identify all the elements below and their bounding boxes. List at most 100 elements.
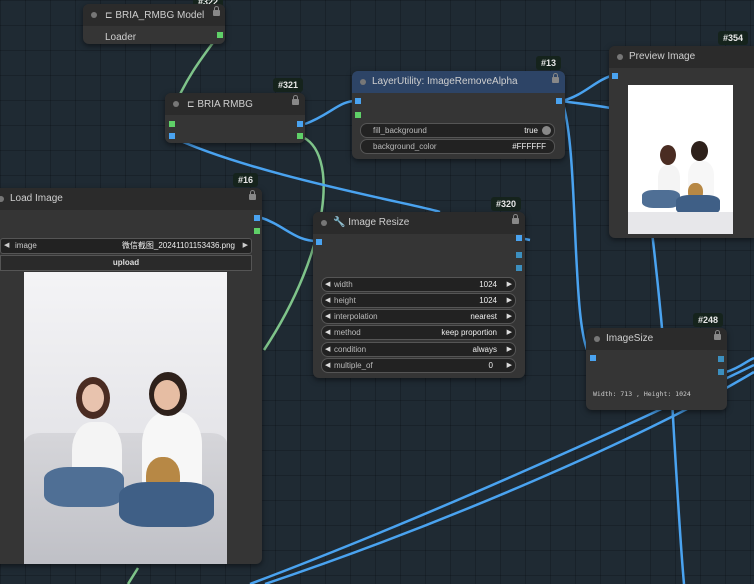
decrement-icon[interactable]: ◀ xyxy=(325,313,331,320)
input-port-image[interactable] xyxy=(169,133,175,139)
widget-label: interpolation xyxy=(334,312,378,321)
wire-size-right xyxy=(725,356,754,374)
collapse-dot[interactable] xyxy=(0,196,4,202)
decrement-icon[interactable]: ◀ xyxy=(325,297,331,304)
collapse-dot[interactable] xyxy=(173,101,179,107)
output-port-image[interactable] xyxy=(556,98,562,104)
node-title: LayerUtility: ImageRemoveAlpha xyxy=(372,76,518,87)
output-port-mask[interactable] xyxy=(254,228,260,234)
wire-bottom-green xyxy=(126,567,140,584)
wire-rmbg-to-removealpha xyxy=(304,99,358,126)
loaded-image-preview xyxy=(24,272,227,564)
widget-value: always xyxy=(472,345,497,354)
node-id-badge: #248 xyxy=(692,313,723,327)
wrench-icon: 🔧 xyxy=(333,217,346,228)
height-stepper[interactable]: ◀ height 1024 ▶ xyxy=(321,293,516,308)
output-port-image[interactable] xyxy=(297,121,303,127)
node-header[interactable]: ⊏ BRIA RMBG xyxy=(165,93,305,115)
node-title: BRIA_RMBG Model Loader xyxy=(105,10,205,43)
interpolation-select[interactable]: ◀ interpolation nearest ▶ xyxy=(321,309,516,324)
output-port-image[interactable] xyxy=(254,215,260,221)
arrow-left-icon[interactable]: ◀ xyxy=(4,242,10,249)
node-id-badge: #13 xyxy=(535,56,561,70)
increment-icon[interactable]: ▶ xyxy=(506,346,512,353)
widget-value: keep proportion xyxy=(441,328,497,337)
condition-select[interactable]: ◀ condition always ▶ xyxy=(321,342,516,357)
output-port-width[interactable] xyxy=(718,356,724,362)
increment-icon[interactable]: ▶ xyxy=(506,297,512,304)
lock-icon[interactable] xyxy=(552,73,559,83)
decrement-icon[interactable]: ◀ xyxy=(325,362,331,369)
widget-value: nearest xyxy=(470,312,497,321)
node-load-image[interactable]: #16 Load Image ◀ image 微信截图_202411011534… xyxy=(0,173,262,564)
node-image-size[interactable]: #248 ImageSize Width: 713 , Height: 1024 xyxy=(586,313,727,410)
width-stepper[interactable]: ◀ width 1024 ▶ xyxy=(321,277,516,292)
fill-background-toggle[interactable]: fill_background true xyxy=(360,123,555,138)
widget-label: method xyxy=(334,328,361,337)
node-image-remove-alpha[interactable]: #13 LayerUtility: ImageRemoveAlpha fill_… xyxy=(352,56,565,159)
input-port-image[interactable] xyxy=(316,239,322,245)
widget-label: height xyxy=(334,296,356,305)
lock-icon[interactable] xyxy=(714,330,721,340)
output-port-height[interactable] xyxy=(516,265,522,271)
wire-removealpha-to-size xyxy=(560,100,593,359)
increment-icon[interactable]: ▶ xyxy=(506,313,512,320)
node-title: BRIA RMBG xyxy=(197,99,253,110)
node-header[interactable]: ImageSize xyxy=(586,328,727,350)
decrement-icon[interactable]: ◀ xyxy=(325,329,331,336)
node-title: ImageSize xyxy=(606,333,654,344)
node-preview-image[interactable]: #354 Preview Image xyxy=(609,31,754,238)
decrement-icon[interactable]: ◀ xyxy=(325,281,331,288)
widget-value: #FFFFFF xyxy=(512,142,546,151)
node-model-loader[interactable]: #322 ⊏ BRIA_RMBG Model Loader xyxy=(83,0,225,44)
upload-button[interactable]: upload xyxy=(0,255,252,271)
node-title: Preview Image xyxy=(629,51,696,62)
node-header[interactable]: Preview Image xyxy=(609,46,754,68)
link-icon: ⊏ xyxy=(187,99,195,109)
image-select[interactable]: ◀ image 微信截图_20241101153436.png ▶ xyxy=(0,238,252,254)
node-header[interactable]: 🔧 Image Resize xyxy=(313,212,525,234)
lock-icon[interactable] xyxy=(292,95,299,105)
input-port-images[interactable] xyxy=(612,73,618,79)
size-output-text: Width: 713 , Height: 1024 xyxy=(593,390,691,398)
collapse-dot[interactable] xyxy=(617,54,623,60)
increment-icon[interactable]: ▶ xyxy=(506,329,512,336)
collapse-dot[interactable] xyxy=(594,336,600,342)
input-port-image[interactable] xyxy=(590,355,596,361)
background-color-field[interactable]: background_color #FFFFFF xyxy=(360,139,555,154)
method-select[interactable]: ◀ method keep proportion ▶ xyxy=(321,325,516,340)
lock-icon[interactable] xyxy=(249,190,256,200)
node-header[interactable]: LayerUtility: ImageRemoveAlpha xyxy=(352,71,565,93)
increment-icon[interactable]: ▶ xyxy=(506,281,512,288)
output-port-image[interactable] xyxy=(516,235,522,241)
collapse-dot[interactable] xyxy=(91,12,97,18)
collapse-dot[interactable] xyxy=(360,79,366,85)
node-header[interactable]: ⊏ BRIA_RMBG Model Loader xyxy=(83,4,225,43)
output-port-mask[interactable] xyxy=(297,133,303,139)
output-port-width[interactable] xyxy=(516,252,522,258)
multiple-of-stepper[interactable]: ◀ multiple_of 0 ▶ xyxy=(321,358,516,373)
node-title: Load Image xyxy=(10,193,63,204)
node-header[interactable]: Load Image xyxy=(0,188,262,210)
collapse-dot[interactable] xyxy=(321,220,327,226)
lock-icon[interactable] xyxy=(213,6,220,16)
node-bria-rmbg[interactable]: #321 ⊏ BRIA RMBG xyxy=(165,78,305,143)
decrement-icon[interactable]: ◀ xyxy=(325,346,331,353)
wire-size-down xyxy=(670,399,686,584)
node-image-resize[interactable]: #320 🔧 Image Resize ◀ width 1024 ▶ ◀ hei… xyxy=(313,197,525,378)
input-port-model[interactable] xyxy=(169,121,175,127)
output-port-height[interactable] xyxy=(718,369,724,375)
input-port-image[interactable] xyxy=(355,98,361,104)
output-port-model[interactable] xyxy=(217,32,223,38)
node-id-badge: #354 xyxy=(717,31,748,45)
widget-label: fill_background xyxy=(373,126,427,135)
node-title: Image Resize xyxy=(348,217,410,228)
toggle-indicator xyxy=(542,126,551,135)
input-port-mask[interactable] xyxy=(355,112,361,118)
node-id-badge: #320 xyxy=(490,197,521,211)
increment-icon[interactable]: ▶ xyxy=(506,362,512,369)
widget-value: 1024 xyxy=(479,296,497,305)
arrow-right-icon[interactable]: ▶ xyxy=(242,242,248,249)
lock-icon[interactable] xyxy=(512,214,519,224)
link-icon: ⊏ xyxy=(105,10,113,20)
